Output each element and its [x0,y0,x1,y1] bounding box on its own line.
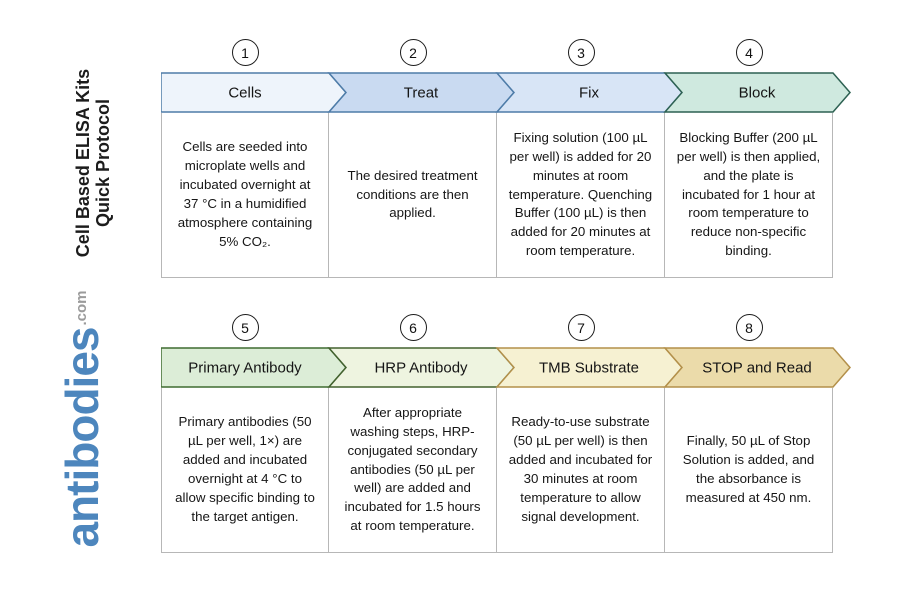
step-description-text: After appropriate washing steps, HRP-con… [344,404,481,534]
description-row: Primary antibodies (50 µL per well, 1×) … [161,388,852,553]
step-number-row: 1 2 3 4 [161,39,852,66]
page-title-line2: Quick Protocol [93,98,113,228]
step-arrow-label: Cells [228,85,261,102]
step-description-text: Finally, 50 µL of Stop Solution is added… [682,433,815,505]
antibodies-logo: antibodies.com [56,290,117,548]
step-number-cell: 8 [665,314,833,341]
page-title: Cell Based ELISA Kits Quick Protocol [73,69,113,257]
page-title-line1: Cell Based ELISA Kits [73,68,93,258]
step-number-cell: 5 [161,314,329,341]
step-description-box: Blocking Buffer (200 µL per well) is the… [665,113,833,278]
arrow-band: Cells Treat Fix Block [161,72,851,113]
step-description-box: Primary antibodies (50 µL per well, 1×) … [161,388,329,553]
step-description-text: Blocking Buffer (200 µL per well) is the… [676,129,821,259]
arrow-band: Primary Antibody HRP Antibody TMB Substrat… [161,347,851,388]
step-number-badge: 8 [735,314,763,341]
step-arrow [663,72,851,113]
step-arrow-label: Treat [404,85,439,102]
step-arrow-label: STOP and Read [702,360,812,377]
step-description-box: Cells are seeded into microplate wells a… [161,113,329,278]
logo-wordmark: antibodies [56,327,108,548]
step-description-text: Cells are seeded into microplate wells a… [177,139,313,249]
step-arrow-label: Fix [579,85,599,102]
step-description-box: Ready-to-use substrate (50 µL per well) … [497,388,665,553]
step-number-cell: 7 [497,314,665,341]
logo-suffix: .com [73,290,90,326]
step-number-badge: 6 [399,314,427,341]
step-number-cell: 1 [161,39,329,66]
step-number-badge: 5 [231,314,259,341]
step-description-box: The desired treatment conditions are the… [329,113,497,278]
step-arrow-label: HRP Antibody [374,360,468,377]
step-description-box: After appropriate washing steps, HRP-con… [329,388,497,553]
step-arrow [663,347,851,388]
step-number-badge: 7 [567,314,595,341]
step-number-cell: 4 [665,39,833,66]
step-arrow-label: TMB Substrate [539,360,639,377]
step-number-cell: 6 [329,314,497,341]
description-row: Cells are seeded into microplate wells a… [161,113,852,278]
step-description-text: Fixing solution (100 µL per well) is add… [508,129,653,259]
step-description-text: Ready-to-use substrate (50 µL per well) … [508,414,653,524]
step-number-badge: 1 [231,39,259,66]
step-description-box: Fixing solution (100 µL per well) is add… [497,113,665,278]
step-description-text: The desired treatment conditions are the… [347,167,478,221]
step-number-badge: 4 [735,39,763,66]
step-number-badge: 2 [399,39,427,66]
step-arrow-label: Block [739,85,776,102]
step-number-cell: 3 [497,39,665,66]
step-number-cell: 2 [329,39,497,66]
step-description-box: Finally, 50 µL of Stop Solution is added… [665,388,833,553]
step-arrow-label: Primary Antibody [188,360,302,377]
step-number-row: 5 6 7 8 [161,314,852,341]
step-description-text: Primary antibodies (50 µL per well, 1×) … [175,414,315,524]
step-number-badge: 3 [567,39,595,66]
